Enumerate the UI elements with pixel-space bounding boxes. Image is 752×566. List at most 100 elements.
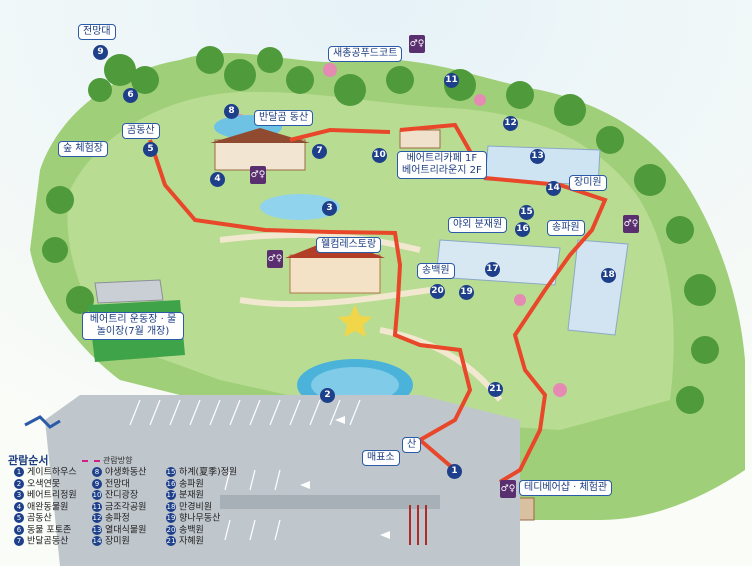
callout-cafe-lounge: 베어트리카페 1F 베어트리라운지 2F <box>397 151 487 179</box>
marker-8: 8 <box>224 104 239 119</box>
restroom-icon: ♂♀ <box>409 35 425 53</box>
legend-item-label: 분재원 <box>179 490 204 501</box>
marker-20: 20 <box>430 284 445 299</box>
legend-number-icon: 3 <box>14 490 24 500</box>
legend-item-label: 향나무동산 <box>179 513 221 524</box>
marker-1: 1 <box>447 464 462 479</box>
legend-item-label: 전망대 <box>105 479 130 489</box>
legend-number-icon: 11 <box>92 501 102 512</box>
legend-item-label: 송파원 <box>179 479 204 489</box>
legend-number-icon: 16 <box>166 478 176 489</box>
legend-item-label: 금조각공원 <box>105 502 147 512</box>
marker-9: 9 <box>93 45 108 60</box>
legend-title: 관람순서 <box>8 454 49 467</box>
legend-number-icon: 14 <box>92 536 102 546</box>
marker-7: 7 <box>312 144 327 159</box>
legend-item-label: 열대식물원 <box>105 525 147 535</box>
legend-item-label: 야생화동산 <box>105 467 147 478</box>
legend-number-icon: 13 <box>92 524 102 535</box>
callout-observatory: 전망대 <box>78 24 116 40</box>
callout-mountain: 산 <box>402 437 422 453</box>
legend-item-label: 송백원 <box>179 525 204 535</box>
marker-14: 14 <box>546 181 561 196</box>
legend-route-label: 관람방향 <box>103 456 133 465</box>
legend-item-label: 장미원 <box>105 536 130 547</box>
marker-21: 21 <box>488 382 503 397</box>
callout-forest-experience: 숲 체험장 <box>58 141 108 157</box>
legend-number-icon: 2 <box>14 478 24 489</box>
callout-pine-white: 송백원 <box>417 263 455 279</box>
restroom-icon: ♂♀ <box>267 250 283 268</box>
callout-welcome-restaurant: 웰컴레스토랑 <box>316 237 382 253</box>
legend-number-icon: 8 <box>92 467 102 477</box>
marker-13: 13 <box>530 149 545 164</box>
marker-10: 10 <box>372 148 387 163</box>
callout-new-court: 새총공푸드코트 <box>328 46 403 62</box>
restroom-icon: ♂♀ <box>250 166 266 184</box>
legend-item-label: 자혜원 <box>179 536 204 547</box>
marker-6: 6 <box>123 88 138 103</box>
legend-item-label: 반달곰동산 <box>27 536 69 547</box>
legend-number-icon: 10 <box>92 490 102 500</box>
marker-12: 12 <box>503 116 518 131</box>
legend-item-label: 만경비원 <box>179 502 213 512</box>
legend-number-icon: 5 <box>14 513 24 523</box>
marker-17: 17 <box>485 262 500 277</box>
legend-item-label: 잔디광장 <box>105 490 139 501</box>
callout-rose-garden: 장미원 <box>569 175 607 191</box>
legend-number-icon: 1 <box>14 467 24 477</box>
legend-item-label: 게이트하우스 <box>27 467 77 478</box>
legend-number-icon: 20 <box>166 524 176 535</box>
marker-3: 3 <box>322 201 337 216</box>
legend-item-label: 하계(夏季)정원 <box>179 467 238 478</box>
legend-number-icon: 6 <box>14 524 24 535</box>
legend-number-icon: 17 <box>166 490 176 500</box>
restroom-icon: ♂♀ <box>500 480 516 498</box>
marker-5: 5 <box>143 142 158 157</box>
legend-number-icon: 21 <box>166 536 176 546</box>
legend-number-icon: 15 <box>166 467 176 477</box>
callout-half-moon-bear: 반달곰 동산 <box>254 110 314 126</box>
legend-number-icon: 9 <box>92 478 102 489</box>
legend-route: 관람방향 <box>82 455 132 466</box>
legend-item-label: 오색연못 <box>27 479 61 489</box>
callout-pine-garden: 송파원 <box>547 220 585 236</box>
route-line-icon <box>82 459 100 462</box>
marker-15: 15 <box>519 205 534 220</box>
marker-4: 4 <box>210 172 225 187</box>
legend-item-label: 베어트리정원 <box>27 490 77 501</box>
legend-number-icon: 18 <box>166 501 176 512</box>
legend-number-icon: 4 <box>14 501 24 512</box>
legend-item-label: 동물 포토존 <box>27 525 72 535</box>
legend-number-icon: 7 <box>14 536 24 546</box>
callout-teddy-bear: 테디베어샵 · 체험관 <box>519 480 613 496</box>
legend-number-icon: 12 <box>92 513 102 523</box>
marker-16: 16 <box>515 222 530 237</box>
callout-bear-hill: 곰동산 <box>122 123 160 139</box>
marker-2: 2 <box>320 388 335 403</box>
callout-sports-ground: 베어트리 운동장 · 물놀이장(7월 개장) <box>82 312 184 340</box>
marker-11: 11 <box>444 73 459 88</box>
marker-19: 19 <box>459 285 474 300</box>
